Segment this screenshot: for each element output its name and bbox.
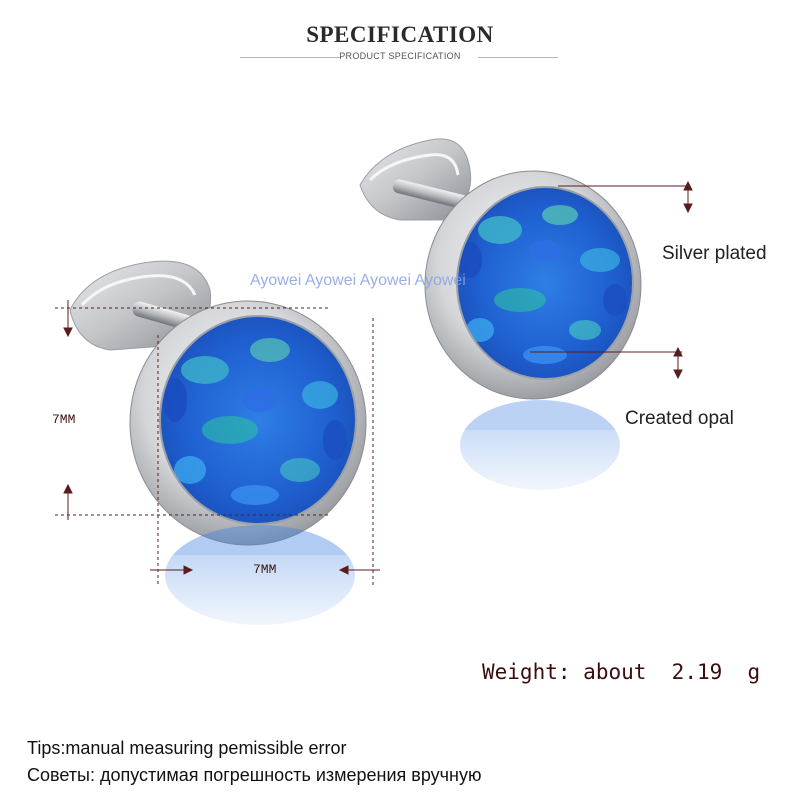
page-subtitle: PRODUCT SPECIFICATION [339,51,461,61]
weight-info: Weight: about 2.19 g [482,660,760,684]
header-divider-left [240,57,340,58]
material-label: Silver plated [662,243,767,264]
tips-english: Tips:manual measuring pemissible error [27,738,347,758]
measurement-guides [55,180,693,585]
header-divider-right [478,57,558,58]
watermark-text: Ayowei Ayowei Ayowei Ayowei [250,272,466,289]
height-dimension: 7MM [52,412,76,427]
earring-right [424,170,642,510]
tips-russian: Советы: допустимая погрешность измерения… [27,765,482,785]
width-dimension: 7MM [253,562,277,577]
earring-left [129,300,380,645]
page-title: SPECIFICATION [306,22,494,47]
opal-pattern-right [458,205,627,364]
weight-value: about 2.19 g [583,660,761,684]
stone-label: Created opal [625,408,734,429]
opal-pattern-left [163,338,347,505]
weight-label: Weight: [482,660,571,684]
